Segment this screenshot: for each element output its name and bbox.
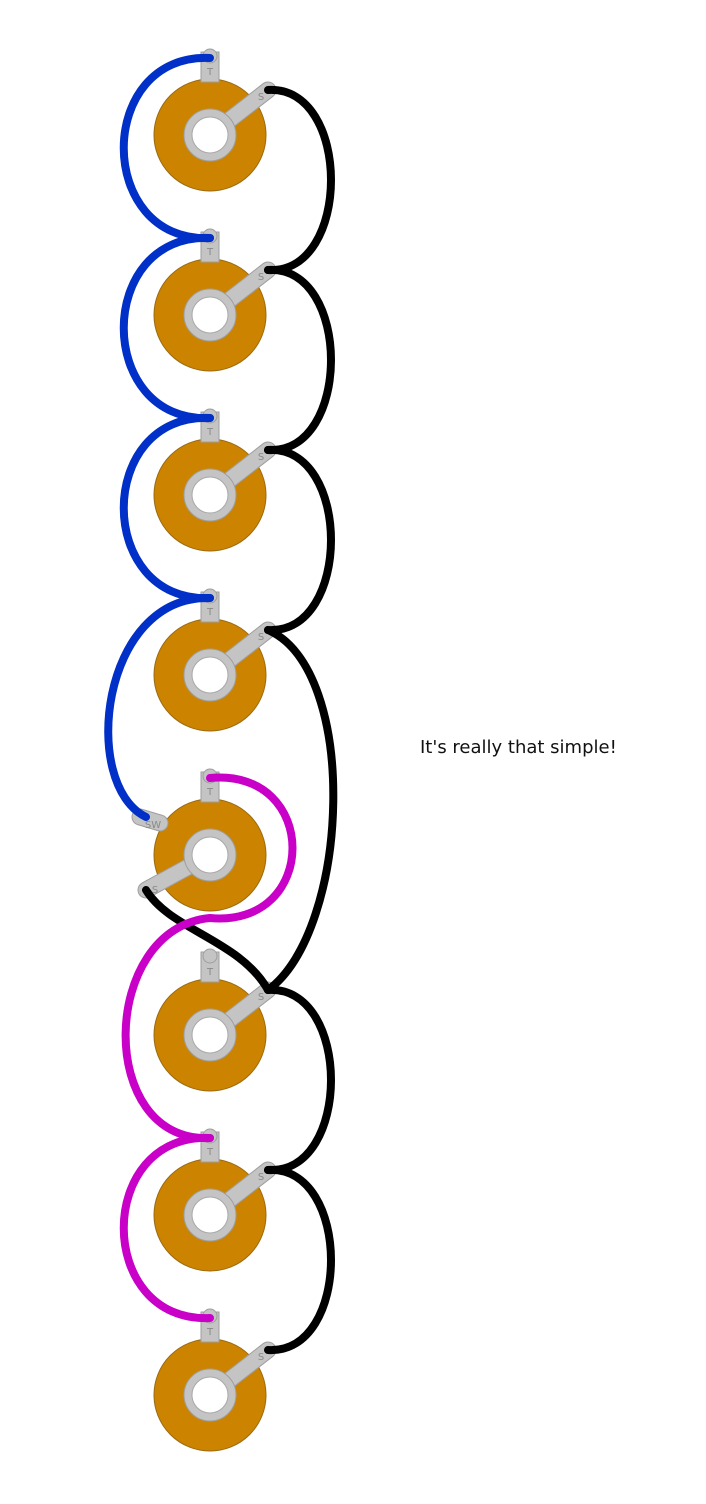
blue-wire: [119, 413, 214, 603]
lug-label-s: S: [258, 92, 264, 103]
lug-label-t: T: [206, 1147, 214, 1158]
lug-label-t: T: [206, 787, 214, 798]
lug-label-t: T: [206, 427, 214, 438]
jack-hole: [191, 1196, 229, 1234]
wires-layer: [104, 53, 338, 1355]
jack-hole: [191, 116, 229, 154]
lug-label-t: T: [206, 67, 214, 78]
jack-hole: [191, 476, 229, 514]
jack-hole: [191, 836, 229, 874]
lug-label-t: T: [206, 607, 214, 618]
jack-1: TS: [153, 48, 277, 192]
lug-label-s: S: [258, 1352, 264, 1363]
lug-label-t: T: [206, 967, 214, 978]
lug-label-sw: SW: [145, 820, 161, 831]
lug-label-s: S: [258, 452, 264, 463]
jack-hole: [191, 656, 229, 694]
caption-text: It's really that simple!: [420, 737, 617, 758]
blue-wire: [119, 53, 214, 243]
black-wire: [264, 445, 335, 635]
jack-hole: [191, 296, 229, 334]
lug-label-s: S: [258, 272, 264, 283]
jack-5: T SW S: [131, 768, 267, 912]
blue-wire: [119, 233, 214, 423]
jack-7: TS: [153, 1128, 277, 1272]
jack-6: TS: [153, 948, 277, 1092]
black-wire: [264, 626, 338, 994]
magenta-wire: [121, 773, 297, 1143]
black-wire: [264, 85, 335, 275]
black-wire: [264, 985, 335, 1175]
jack-hole: [191, 1376, 229, 1414]
lug-label-s: S: [258, 1172, 264, 1183]
lug-label-s: S: [258, 632, 264, 643]
jack-8: TS: [153, 1308, 277, 1452]
lug-label-t: T: [206, 247, 214, 258]
jack-3: TS: [153, 408, 277, 552]
lug-label-s: S: [258, 992, 264, 1003]
lug-label-t: T: [206, 1327, 214, 1338]
magenta-wire: [119, 1133, 214, 1323]
black-wire: [264, 1165, 335, 1355]
black-wire: [142, 886, 272, 994]
lug-label-s: S: [152, 885, 158, 896]
jack-hole: [191, 1016, 229, 1054]
blue-wire: [104, 593, 214, 821]
black-wire: [264, 265, 335, 455]
jack-2: TS: [153, 228, 277, 372]
tip-lug-eye: [202, 948, 218, 964]
